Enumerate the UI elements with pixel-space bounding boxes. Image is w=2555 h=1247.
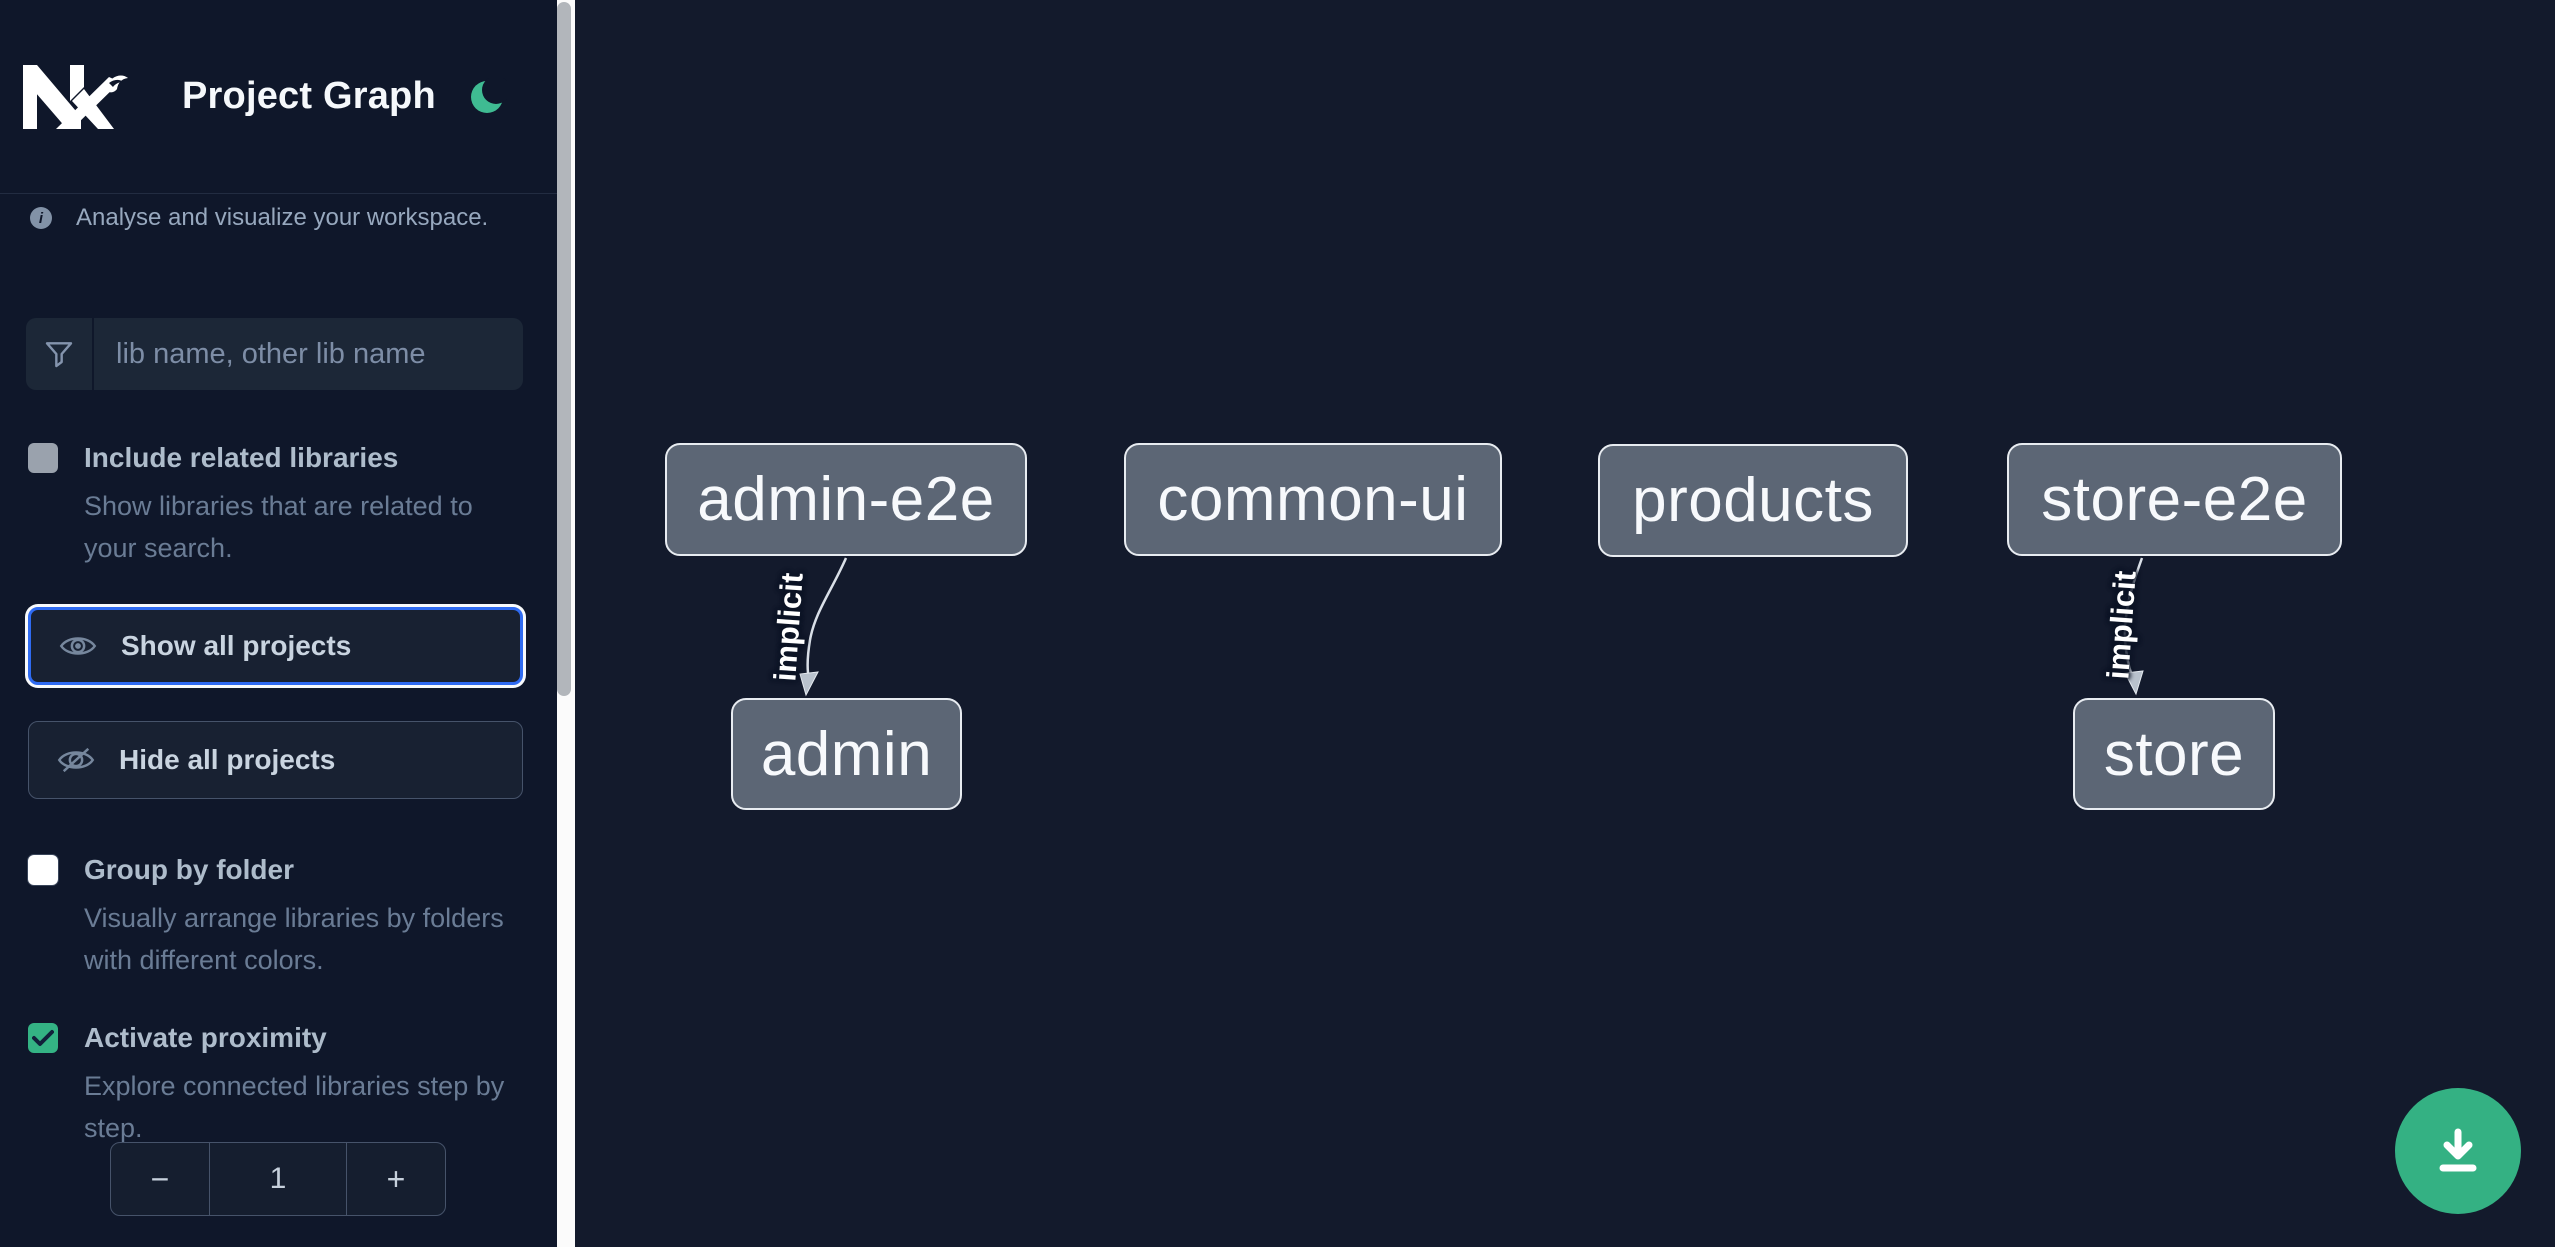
graph-node-store-e2e[interactable]: store-e2e [2007, 443, 2342, 556]
group-by-folder-label: Group by folder [84, 854, 294, 885]
option-include-related: Include related libraries Show libraries… [28, 441, 528, 569]
show-all-projects-label: Show all projects [121, 630, 352, 661]
proximity-value: 1 [209, 1143, 347, 1215]
download-image-button[interactable] [2395, 1088, 2521, 1214]
hide-all-projects-label: Hide all projects [119, 744, 336, 775]
check-icon [32, 1030, 54, 1046]
activate-proximity-checkbox[interactable] [28, 1023, 58, 1053]
page-title: Project Graph [182, 75, 436, 117]
eye-off-icon [57, 747, 95, 773]
proximity-decrement-button[interactable]: − [150, 1160, 170, 1197]
sidebar-header: Project Graph [0, 0, 557, 194]
edge-label-implicit[interactable]: implicit [767, 571, 810, 683]
proximity-increment-button[interactable]: + [386, 1160, 406, 1197]
download-icon [2439, 1128, 2477, 1172]
search-box [26, 318, 523, 390]
activate-proximity-description: Explore connected libraries step by step… [84, 1071, 505, 1143]
info-icon: i [30, 207, 52, 229]
group-by-folder-description: Visually arrange libraries by folders wi… [84, 903, 504, 975]
funnel-icon [26, 318, 94, 390]
include-related-description: Show libraries that are related to your … [84, 491, 473, 563]
project-graph-canvas[interactable] [575, 0, 2555, 1247]
workspace-info: i Analyse and visualize your workspace. [30, 204, 488, 232]
sidebar-scrollbar-track [557, 0, 575, 1247]
graph-node-common-ui[interactable]: common-ui [1124, 443, 1502, 556]
moon-icon[interactable] [469, 77, 507, 116]
activate-proximity-label: Activate proximity [84, 1022, 327, 1053]
option-group-by-folder: Group by folder Visually arrange librari… [28, 853, 528, 981]
nx-logo [23, 64, 128, 129]
sidebar: Project Graph i Analyse and visualize yo… [0, 0, 557, 1247]
edge-label-implicit[interactable]: implicit [2100, 569, 2143, 681]
include-related-label: Include related libraries [84, 442, 399, 473]
include-related-checkbox[interactable] [28, 443, 58, 473]
graph-node-store[interactable]: store [2073, 698, 2275, 810]
graph-node-products[interactable]: products [1598, 444, 1908, 557]
proximity-stepper: − 1 + [110, 1142, 446, 1216]
option-activate-proximity: Activate proximity Explore connected lib… [28, 1021, 528, 1149]
group-by-folder-checkbox[interactable] [28, 855, 58, 885]
hide-all-projects-button[interactable]: Hide all projects [28, 721, 523, 799]
graph-node-admin-e2e[interactable]: admin-e2e [665, 443, 1027, 556]
search-input[interactable] [94, 318, 523, 390]
eye-icon [59, 637, 97, 655]
graph-node-admin[interactable]: admin [731, 698, 962, 810]
show-all-projects-button[interactable]: Show all projects [28, 607, 523, 685]
tagline: Analyse and visualize your workspace. [76, 204, 489, 231]
sidebar-scrollbar-thumb[interactable] [557, 2, 571, 696]
